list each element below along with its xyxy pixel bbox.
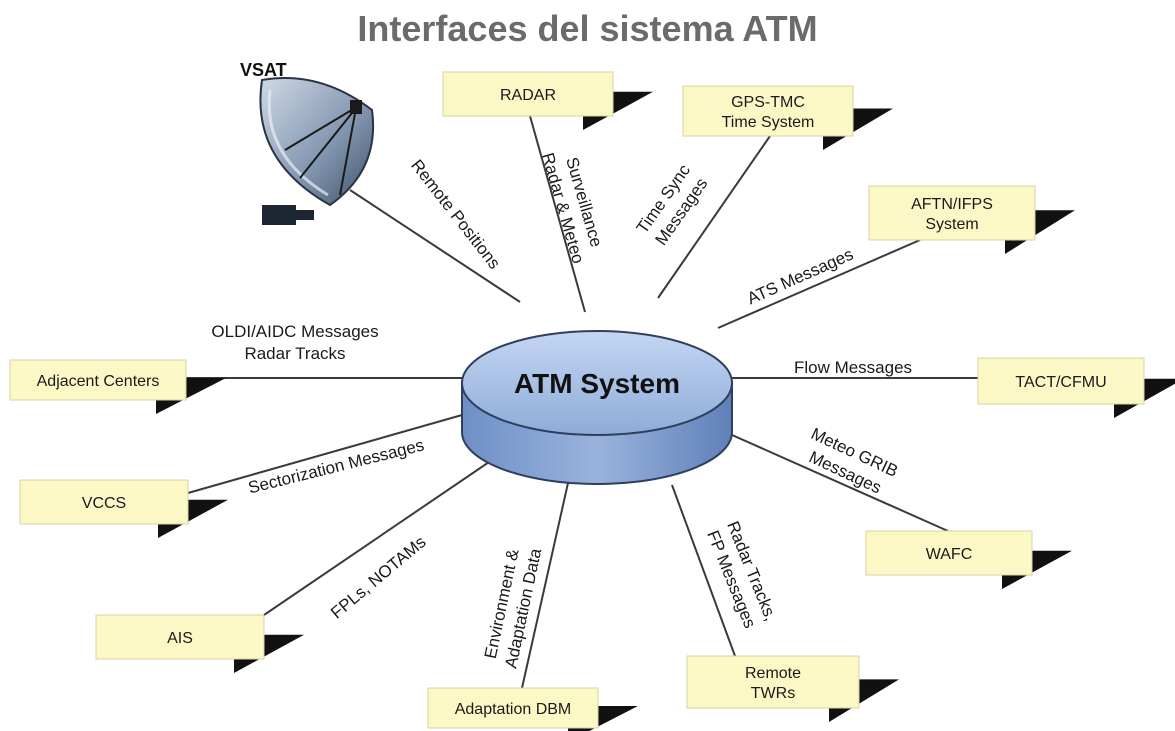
node-label-aftn: AFTN/IFPS System bbox=[911, 196, 993, 233]
link-label-line: Radar Tracks bbox=[244, 344, 345, 363]
center-label: ATM System bbox=[514, 368, 680, 399]
vsat-label: VSAT bbox=[240, 60, 287, 80]
node-label-line: GPS-TMC bbox=[731, 94, 805, 111]
link-label-line: OLDI/AIDC Messages bbox=[211, 322, 378, 341]
connector-adbm bbox=[521, 482, 569, 689]
node-label-line: VCCS bbox=[82, 495, 126, 512]
node-label-line: AIS bbox=[167, 630, 193, 647]
connector-lines bbox=[186, 115, 978, 689]
node-box-ais bbox=[95, 614, 265, 660]
page-title: Interfaces del sistema ATM bbox=[357, 8, 818, 49]
link-label-line: Flow Messages bbox=[794, 358, 912, 377]
connector-ais bbox=[263, 459, 493, 616]
link-label-wafc: Meteo GRIBMessages bbox=[799, 424, 901, 501]
node-label-radar: RADAR bbox=[500, 87, 556, 104]
link-label-tact: Flow Messages bbox=[794, 358, 912, 377]
node-label-adjacent: Adjacent Centers bbox=[37, 373, 160, 390]
link-label-line: FPLs, NOTAMs bbox=[327, 532, 429, 622]
connector-vsat bbox=[349, 189, 521, 303]
node-box-adbm bbox=[427, 687, 599, 729]
node-box-tact bbox=[977, 357, 1145, 405]
node-box-remote bbox=[686, 655, 860, 709]
node-aftn: AFTN/IFPS System bbox=[868, 185, 1075, 254]
node-label-line: AFTN/IFPS bbox=[911, 196, 993, 213]
node-ais: AIS bbox=[95, 614, 304, 673]
node-label-ais: AIS bbox=[167, 630, 193, 647]
node-label-tact: TACT/CFMU bbox=[1015, 374, 1106, 391]
link-label-aftn: ATS Messages bbox=[744, 245, 856, 309]
node-label-line: System bbox=[925, 216, 978, 233]
link-labels: Remote Positions SurveillanceRadar & Mete… bbox=[211, 145, 912, 670]
node-box-aftn bbox=[868, 185, 1036, 241]
node-label-line: WAFC bbox=[926, 546, 973, 563]
node-label-line: RADAR bbox=[500, 87, 556, 104]
vsat-dish-icon bbox=[259, 77, 374, 225]
node-radar: RADAR bbox=[442, 71, 653, 130]
node-gps: GPS-TMC Time System bbox=[682, 85, 893, 150]
node-label-line: Time System bbox=[722, 114, 815, 131]
link-label-line: Remote Positions bbox=[407, 156, 504, 273]
link-label-line: ATS Messages bbox=[744, 245, 856, 309]
link-label-ais: FPLs, NOTAMs bbox=[327, 532, 429, 622]
connector-gps bbox=[657, 135, 771, 299]
node-wafc: WAFC bbox=[865, 530, 1072, 589]
link-label-vccs: Sectorization Messages bbox=[246, 435, 426, 497]
link-label-radar: SurveillanceRadar & Meteo bbox=[538, 145, 609, 266]
connector-remote bbox=[671, 484, 736, 657]
node-label-line: TACT/CFMU bbox=[1015, 374, 1106, 391]
connector-radar bbox=[529, 115, 586, 313]
node-box-adjacent bbox=[9, 359, 187, 401]
node-label-line: Adjacent Centers bbox=[37, 373, 160, 390]
node-adbm: Adaptation DBM bbox=[427, 687, 638, 731]
node-box-vccs bbox=[19, 479, 189, 525]
node-label-vccs: VCCS bbox=[82, 495, 126, 512]
atm-system-cylinder: ATM System bbox=[461, 330, 733, 485]
link-label-vsat: Remote Positions bbox=[407, 156, 504, 273]
connector-vccs bbox=[187, 414, 463, 494]
node-adjacent: Adjacent Centers bbox=[9, 359, 226, 414]
connector-wafc bbox=[731, 434, 949, 532]
node-label-adbm: Adaptation DBM bbox=[455, 701, 572, 718]
node-box-radar bbox=[442, 71, 614, 117]
node-label-gps: GPS-TMC Time System bbox=[722, 94, 815, 131]
link-label-adbm: Environment &Adaptation Data bbox=[480, 542, 546, 670]
connector-aftn bbox=[717, 239, 921, 329]
node-label-wafc: WAFC bbox=[926, 546, 973, 563]
node-label-line: Adaptation DBM bbox=[455, 701, 572, 718]
node-label-line: TWRs bbox=[751, 685, 795, 702]
link-label-line: Sectorization Messages bbox=[246, 435, 426, 497]
node-label-line: Remote bbox=[745, 665, 801, 682]
node-box-gps bbox=[682, 85, 854, 137]
node-tact: TACT/CFMU bbox=[977, 357, 1175, 418]
node-vccs: VCCS bbox=[19, 479, 228, 538]
node-box-wafc bbox=[865, 530, 1033, 576]
link-label-remote: Radar Tracks,FP Messages bbox=[703, 518, 781, 631]
